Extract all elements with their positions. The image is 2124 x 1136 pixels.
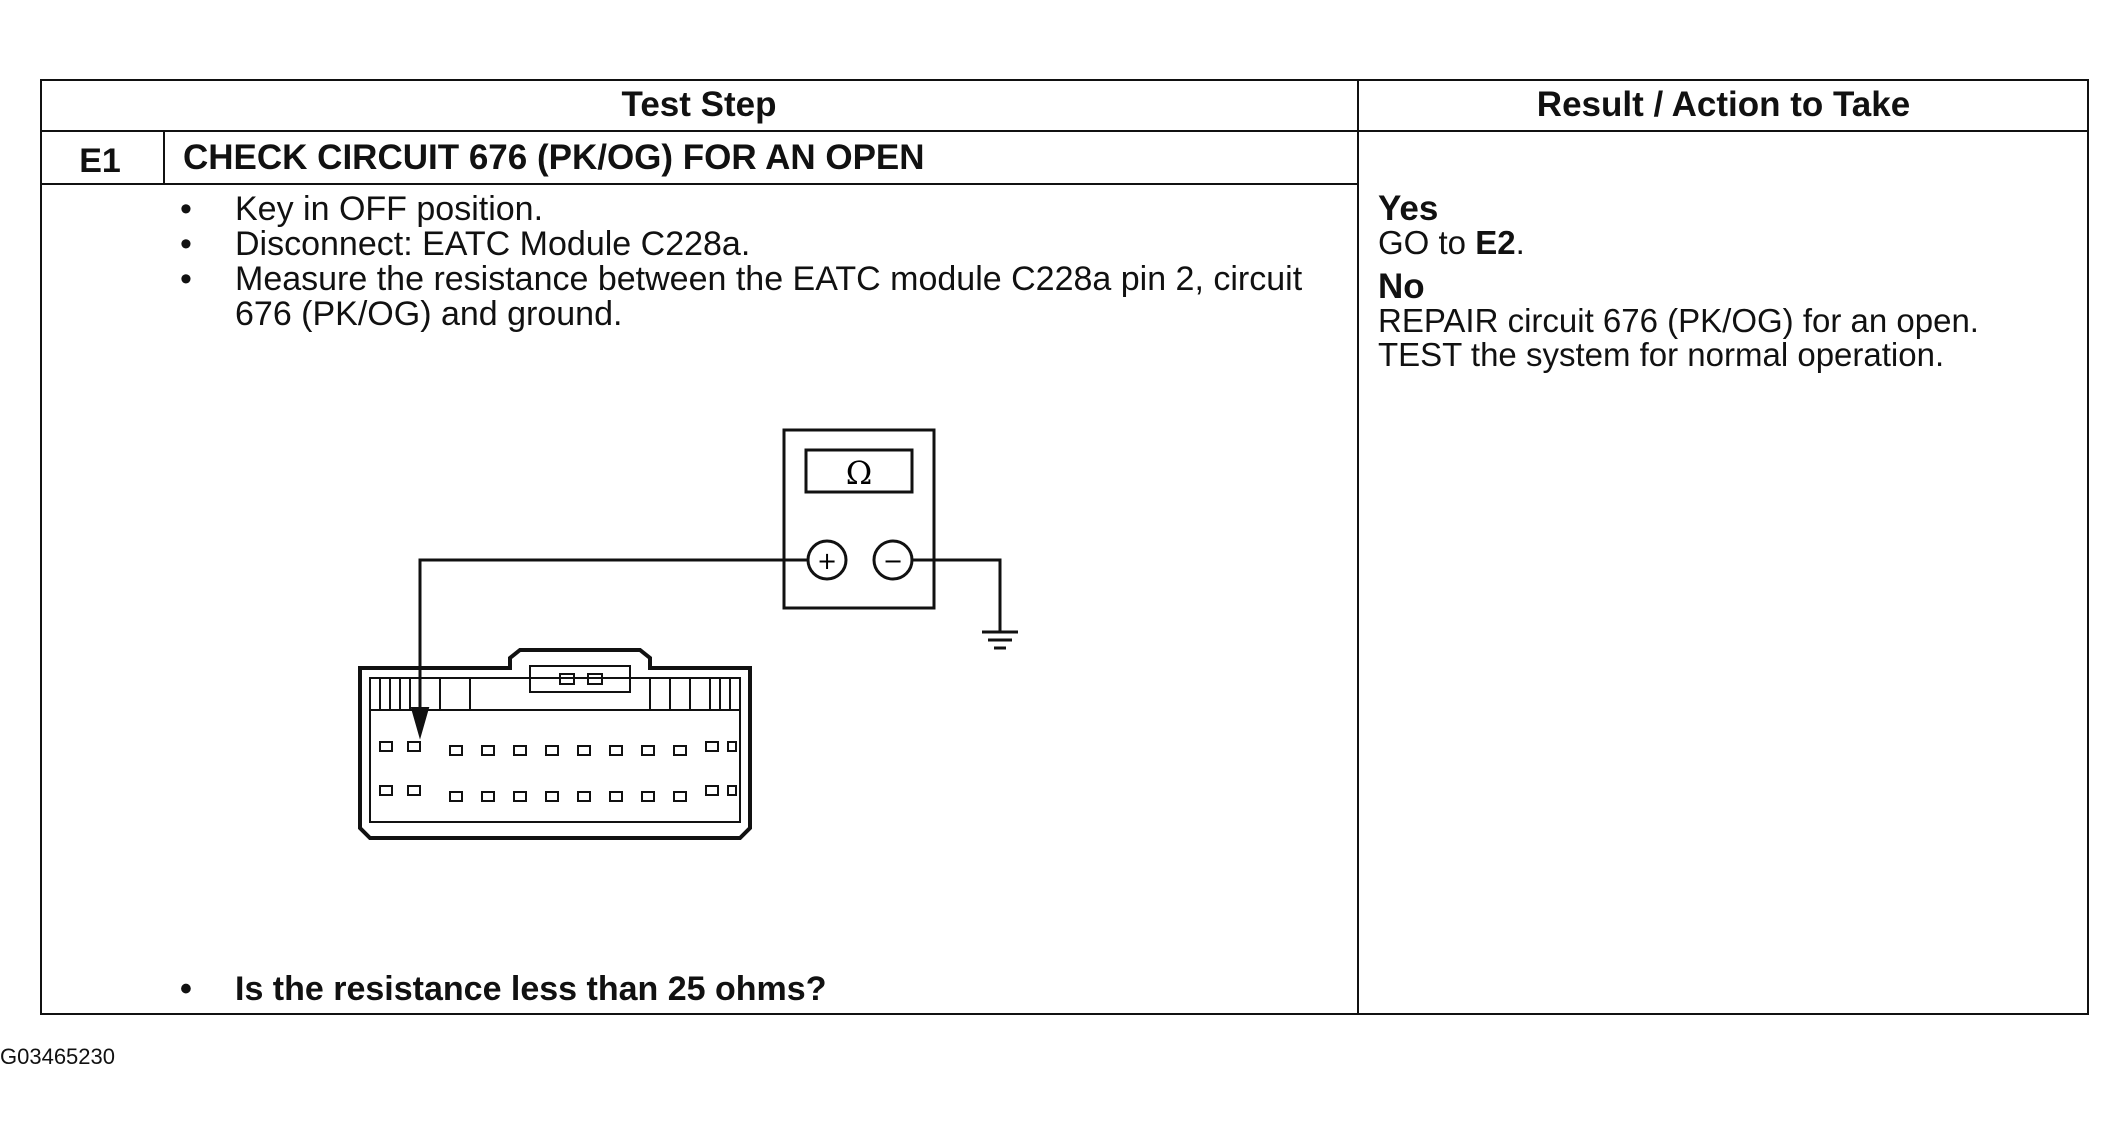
step-title: CHECK CIRCUIT 676 (PK/OG) FOR AN OPEN	[183, 138, 925, 177]
yes-label: Yes	[1378, 189, 1439, 228]
column-divider	[1357, 79, 1359, 1015]
measurement-diagram: Ω + −	[358, 428, 1018, 840]
yes-action: GO to E2.	[1378, 226, 2078, 260]
meter-symbol: Ω	[846, 454, 873, 492]
yes-action-target: E2	[1475, 224, 1516, 261]
step-id-text: E1	[79, 142, 121, 180]
header-test-step: Test Step	[621, 85, 777, 124]
ground-symbol-icon	[982, 630, 1018, 650]
no-label: No	[1378, 267, 1425, 306]
test-step-table	[40, 79, 2089, 1015]
header-divider	[40, 130, 2089, 132]
step-title-divider	[40, 183, 1358, 185]
ohmmeter-icon: Ω + −	[782, 428, 936, 610]
step-id: E1	[40, 142, 160, 181]
minus-symbol: −	[883, 547, 903, 575]
plus-symbol: +	[817, 547, 837, 575]
yes-action-prefix: GO to	[1378, 224, 1467, 261]
yes-action-suffix: .	[1515, 224, 1525, 261]
figure-id: G03465230	[0, 1044, 115, 1069]
test-question: Is the resistance less than 25 ohms?	[180, 970, 826, 1009]
list-item: Disconnect: EATC Module C228a.	[180, 227, 1330, 263]
no-action-line-1: REPAIR circuit 676 (PK/OG) for an open.	[1378, 302, 1979, 339]
step-id-divider	[163, 131, 165, 184]
list-item: Measure the resistance between the EATC …	[180, 262, 1330, 332]
instruction-list: Key in OFF position. Disconnect: EATC Mo…	[180, 192, 1330, 332]
probe-tip	[410, 707, 430, 740]
probe-wires	[418, 558, 1002, 708]
no-action-line-2: TEST the system for normal operation.	[1378, 336, 1945, 373]
list-item: Key in OFF position.	[180, 192, 1330, 228]
connector-c228a-icon	[358, 648, 752, 840]
header-result-action: Result / Action to Take	[1536, 85, 1911, 124]
result-panel: Yes GO to E2. No REPAIR circuit 676 (PK/…	[1378, 189, 2078, 373]
